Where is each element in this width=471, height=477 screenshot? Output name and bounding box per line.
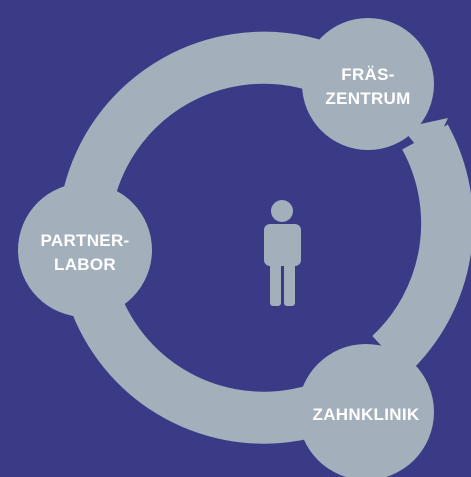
node-zahnklinik-line1: ZAHNKLINIK bbox=[313, 405, 420, 424]
node-partnerlabor: PARTNER- LABOR bbox=[18, 183, 152, 317]
node-fraeszentrum: FRÄS- ZENTRUM bbox=[302, 18, 434, 150]
node-partnerlabor-line1: PARTNER- bbox=[41, 231, 130, 250]
node-fraeszentrum-line2: ZENTRUM bbox=[325, 89, 410, 108]
person-icon bbox=[264, 200, 301, 306]
node-fraeszentrum-line1: FRÄS- bbox=[341, 65, 394, 84]
ring-segment-right bbox=[371, 124, 471, 374]
node-partnerlabor-line2: LABOR bbox=[54, 255, 116, 274]
node-zahnklinik: ZAHNKLINIK bbox=[298, 344, 434, 477]
